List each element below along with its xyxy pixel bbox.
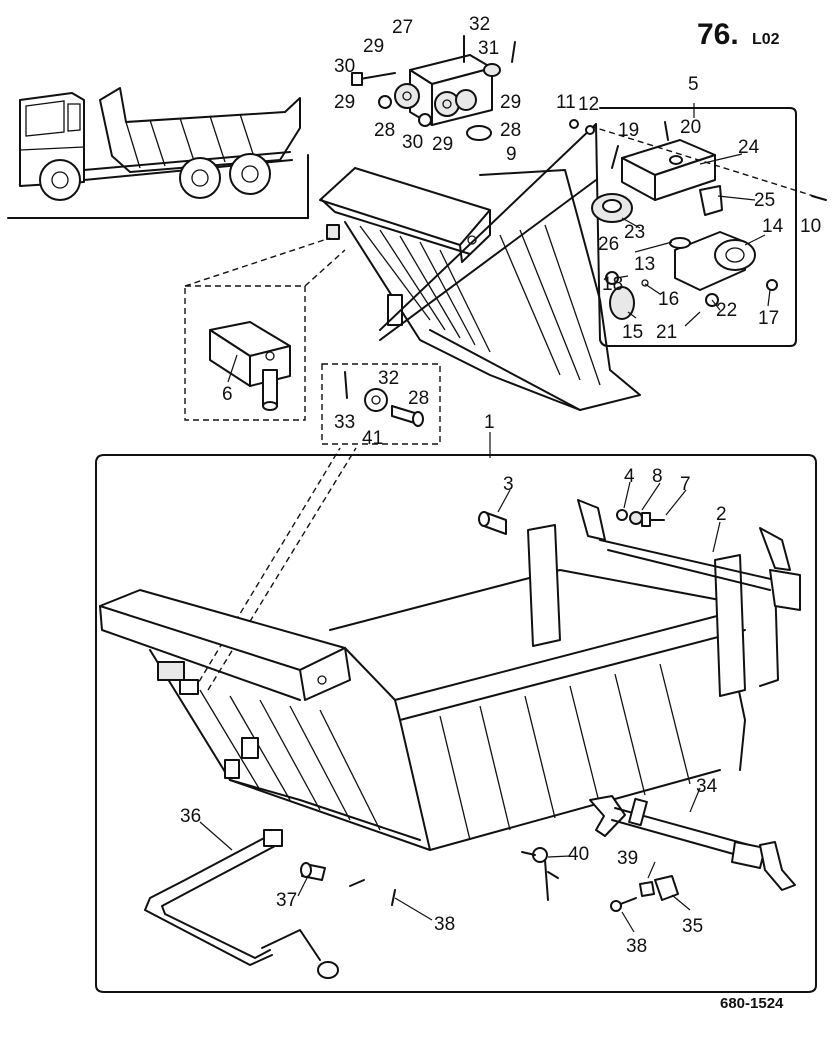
- callout-18: 18: [602, 274, 623, 295]
- callout-1: 1: [484, 412, 495, 433]
- callout-3: 3: [503, 474, 514, 495]
- callout-2: 2: [716, 504, 727, 525]
- callout-17: 17: [758, 308, 779, 329]
- callout-26: 26: [598, 234, 619, 255]
- callout-28-pin: 28: [408, 388, 429, 409]
- page-code-sub: L02: [752, 31, 780, 48]
- callout-28-a: 28: [374, 120, 395, 141]
- callout-23: 23: [624, 222, 645, 243]
- callout-40: 40: [568, 844, 589, 865]
- callout-27: 27: [392, 17, 413, 38]
- callout-12: 12: [578, 94, 599, 115]
- callout-19: 19: [618, 120, 639, 141]
- callout-36: 37: [276, 890, 297, 911]
- callout-29-d: 29: [432, 134, 453, 155]
- callout-20: 20: [680, 117, 701, 138]
- bearing-assembly-detail: [379, 107, 827, 347]
- callout-29-b: 29: [334, 92, 355, 113]
- tailgate-stay-rod: [589, 795, 796, 891]
- handle-pin: [300, 862, 396, 906]
- pin-detail: [321, 363, 441, 445]
- callout-10: 10: [800, 216, 821, 237]
- pivot-bracket-detail: [184, 237, 346, 421]
- callout-34: 35: [682, 916, 703, 937]
- callout-14: 14: [762, 216, 784, 237]
- callout-13: 13: [634, 254, 655, 275]
- callout-5: 5: [688, 74, 699, 95]
- handle-bar: [144, 829, 339, 979]
- callout-25: 25: [754, 190, 775, 211]
- callout-4: 4: [624, 466, 635, 487]
- callout-31-top: 31: [478, 38, 499, 59]
- callout-30-b: 30: [402, 132, 423, 153]
- callout-29-c: 29: [500, 92, 521, 113]
- callout-labels: 27 32 29 31 30 29 29 28 30 29 28 9 11 12…: [180, 14, 821, 957]
- main-dump-body-view: [95, 447, 817, 993]
- callout-22: 22: [716, 300, 737, 321]
- callout-29-a: 29: [363, 36, 384, 57]
- callout-32-pin: 33: [334, 412, 355, 433]
- callout-11: 11: [556, 92, 576, 113]
- leader-lines: [199, 103, 771, 933]
- callout-41: 41: [362, 428, 383, 449]
- callout-21: 21: [656, 322, 677, 343]
- page-code-main: 76.: [697, 18, 739, 51]
- truck-overview-illustration: [7, 87, 309, 219]
- callout-37: 38: [434, 914, 455, 935]
- callout-15: 15: [622, 322, 643, 343]
- callout-28-b: 28: [500, 120, 521, 141]
- callout-31-pin: 32: [378, 368, 399, 389]
- callout-24: 24: [738, 137, 760, 158]
- callout-6: 6: [222, 384, 233, 405]
- dump-body-upper-view: [319, 167, 641, 411]
- callout-30-a: 30: [334, 56, 355, 77]
- callout-39: 39: [617, 848, 638, 869]
- chain-hook: [521, 847, 559, 901]
- callout-35: 36: [180, 806, 201, 827]
- callout-16: 16: [658, 289, 679, 310]
- figure-reference: 680-1524: [720, 995, 784, 1012]
- callout-38: 38: [626, 936, 647, 957]
- callout-33: 34: [696, 776, 718, 797]
- callout-8: 8: [652, 466, 663, 487]
- callout-32-top: 32: [469, 14, 490, 35]
- callout-7: 7: [680, 474, 691, 495]
- hinge-roller-assembly: [351, 35, 516, 141]
- stay-bracket: [610, 875, 679, 912]
- callout-9: 9: [506, 144, 517, 165]
